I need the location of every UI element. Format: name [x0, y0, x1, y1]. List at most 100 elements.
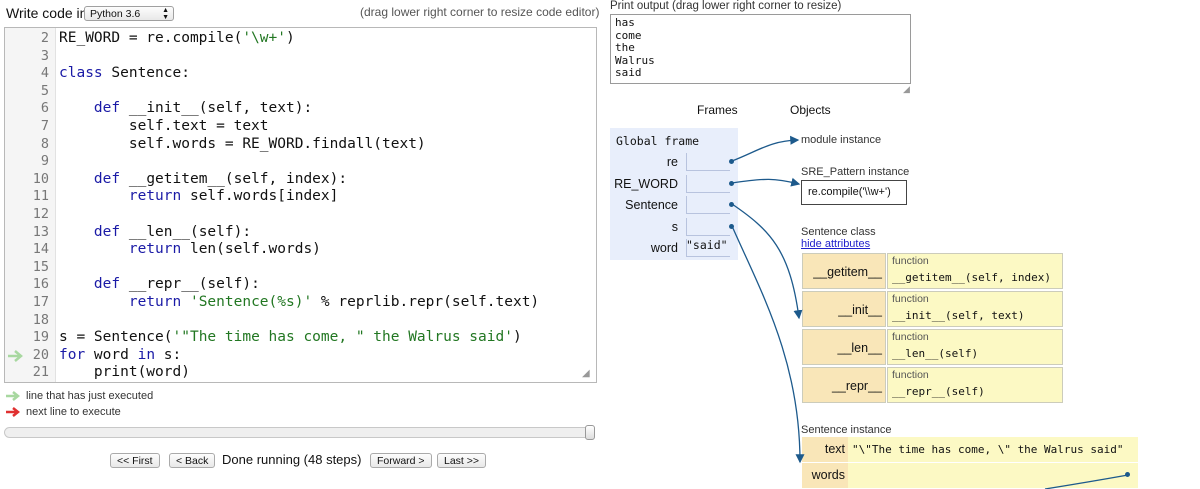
resize-hint: (drag lower right corner to resize code … [360, 5, 600, 19]
function-signature: __init__(self, text) [892, 309, 1025, 322]
code-line[interactable]: 8 self.words = RE_WORD.findall(text) [5, 136, 596, 154]
code-text: def __len__(self): [93, 223, 252, 240]
back-button[interactable]: < Back [169, 453, 216, 468]
legend-next-line: next line to execute [6, 406, 121, 418]
forward-button[interactable]: Forward > [370, 453, 432, 468]
language-select[interactable]: Python 3.6 ▲▼ [84, 6, 174, 21]
line-number[interactable]: 3 [40, 47, 49, 64]
code-text: return self.words[index] [128, 188, 339, 205]
code-line[interactable]: 21 print(word) [5, 364, 596, 382]
line-number[interactable]: 7 [40, 118, 49, 134]
line-number[interactable]: 16 [32, 276, 49, 293]
code-line[interactable]: 7 self.text = text [5, 118, 596, 136]
sentence-instance-label: Sentence instance [801, 424, 892, 436]
code-text: print(word) [59, 364, 190, 381]
line-number[interactable]: 5 [40, 82, 49, 99]
function-signature: __len__(self) [892, 347, 979, 360]
line-number[interactable]: 19 [32, 329, 49, 346]
objects-header: Objects [790, 103, 831, 117]
line-number[interactable]: 17 [32, 294, 49, 310]
legend-next-line-text: next line to execute [26, 406, 121, 418]
arrow-s [731, 225, 805, 464]
function-signature: __getitem__(self, index) [892, 271, 1051, 284]
frame-var-cell [686, 218, 730, 236]
legend-just-executed: line that has just executed [6, 390, 153, 402]
line-number[interactable]: 9 [40, 153, 49, 170]
code-text: s = Sentence('"The time has come, " the … [59, 329, 522, 346]
sentence-class-label: Sentence class [801, 226, 876, 238]
code-line[interactable]: 10 def __getitem__(self, index): [5, 171, 596, 189]
print-output-box[interactable]: has come the Walrus said [610, 14, 911, 84]
code-text: return len(self.words) [128, 241, 321, 258]
write-code-label: Write code in [6, 5, 88, 21]
last-button[interactable]: Last >> [437, 453, 487, 468]
code-line[interactable]: 18 [5, 312, 596, 330]
frame-var-name: s [671, 220, 678, 234]
frame-var-name: RE_WORD [614, 177, 678, 191]
code-line[interactable]: 5 [5, 83, 596, 101]
instance-attr-value [848, 463, 1138, 488]
code-line[interactable]: 11 return self.words[index] [5, 188, 596, 206]
code-line[interactable]: 16 def __repr__(self): [5, 276, 596, 294]
frame-var-cell [686, 175, 730, 193]
frame-var-cell [686, 153, 730, 171]
code-line[interactable]: 12 [5, 206, 596, 224]
code-line[interactable]: 13 def __len__(self): [5, 224, 596, 242]
line-number[interactable]: 2 [40, 30, 49, 46]
instance-attr-value: "\"The time has come, \" the Walrus said… [848, 437, 1138, 462]
line-number[interactable]: 12 [32, 206, 49, 222]
pointer-dot [729, 181, 734, 186]
code-line[interactable]: 6 def __init__(self, text): [5, 100, 596, 118]
frames-header: Frames [697, 103, 738, 117]
execution-slider-track[interactable] [4, 427, 594, 438]
code-line[interactable]: 14 return len(self.words) [5, 241, 596, 259]
function-label: function [892, 369, 929, 381]
code-text: RE_WORD = re.compile('\w+') [59, 30, 295, 46]
first-button[interactable]: << First [110, 453, 160, 468]
line-number[interactable]: 21 [32, 364, 49, 381]
pointer-dot [729, 202, 734, 207]
arrow-sentence [731, 203, 803, 320]
line-number[interactable]: 13 [32, 223, 49, 240]
current-line-arrow-icon [8, 349, 23, 362]
frame-var-cell [686, 239, 730, 257]
code-line[interactable]: 3 [5, 48, 596, 66]
function-label: function [892, 331, 929, 343]
code-text: class Sentence: [59, 65, 190, 82]
code-text: def __getitem__(self, index): [93, 170, 348, 187]
line-number[interactable]: 20 [32, 346, 49, 363]
code-text: def __init__(self, text): [93, 100, 313, 117]
code-line[interactable]: 4 class Sentence: [5, 65, 596, 83]
hide-attributes-link[interactable]: hide attributes [801, 238, 871, 250]
code-text: self.words = RE_WORD.findall(text) [59, 135, 426, 152]
line-number[interactable]: 11 [32, 188, 49, 205]
function-signature: __repr__(self) [892, 385, 985, 398]
code-text: def __repr__(self): [93, 276, 260, 293]
line-number[interactable]: 6 [40, 100, 49, 117]
function-label: function [892, 255, 929, 267]
select-updown-icon: ▲▼ [162, 7, 169, 21]
arrow-re-word [731, 177, 801, 187]
code-line[interactable]: 2 RE_WORD = re.compile('\w+') [5, 30, 596, 48]
line-number[interactable]: 14 [32, 241, 49, 258]
red-arrow-icon [6, 407, 21, 418]
line-number[interactable]: 15 [32, 258, 49, 275]
code-line[interactable]: 9 [5, 153, 596, 171]
editor-resize-grip[interactable]: ◢ [582, 368, 590, 379]
output-resize-grip[interactable]: ◢ [903, 84, 910, 94]
frame-var-cell [686, 196, 730, 214]
pointer-dot [1125, 472, 1130, 477]
word-value: "said" [686, 238, 728, 252]
class-attr-name: __init__ [802, 291, 886, 327]
line-number[interactable]: 18 [32, 311, 49, 328]
execution-slider-thumb[interactable] [585, 425, 595, 440]
code-line[interactable]: 17 return 'Sentence(%s)' % reprlib.repr(… [5, 294, 596, 312]
line-number[interactable]: 10 [32, 170, 49, 187]
line-number[interactable]: 4 [40, 65, 49, 82]
line-gutter [5, 28, 56, 382]
line-number[interactable]: 8 [40, 135, 49, 152]
code-line[interactable]: 15 [5, 259, 596, 277]
code-line[interactable]: 19 s = Sentence('"The time has come, " th… [5, 329, 596, 347]
